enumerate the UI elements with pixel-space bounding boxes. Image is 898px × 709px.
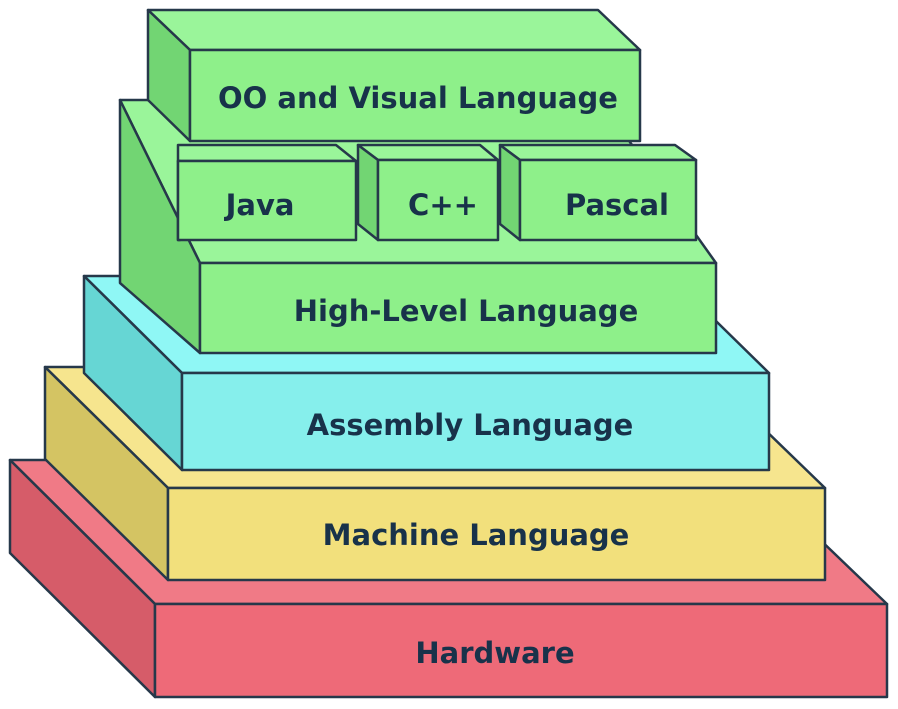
hardware-front-face (153, 602, 889, 699)
high-level-front-face (198, 261, 718, 355)
hardware-label: Hardware (415, 636, 574, 670)
cpp-label: C++ (408, 188, 478, 222)
high-level-language-label: High-Level Language (294, 294, 639, 328)
cpp-side-face (356, 143, 380, 242)
pascal-top-face (498, 143, 698, 162)
pascal-block: Pascal (498, 143, 698, 242)
cpp-block: C++ (356, 143, 500, 242)
oo-visual-language-label: OO and Visual Language (218, 81, 618, 115)
cpp-top-face (356, 143, 500, 162)
machine-language-label: Machine Language (323, 518, 630, 552)
java-front-face (176, 159, 358, 242)
assembly-front-face (180, 371, 771, 472)
assembly-language-label: Assembly Language (307, 408, 634, 442)
oo-visual-top-face (146, 8, 642, 52)
pascal-side-face (498, 143, 522, 242)
pascal-label: Pascal (565, 188, 669, 222)
oo-visual-language-block: OO and Visual Language (146, 8, 642, 143)
java-label: Java (224, 188, 295, 222)
cpp-front-face (376, 158, 500, 242)
java-block: Java (176, 143, 358, 242)
machine-front-face (166, 486, 827, 582)
pascal-front-face (518, 158, 698, 242)
oo-visual-front-face (188, 48, 642, 143)
java-top-face (176, 143, 358, 163)
